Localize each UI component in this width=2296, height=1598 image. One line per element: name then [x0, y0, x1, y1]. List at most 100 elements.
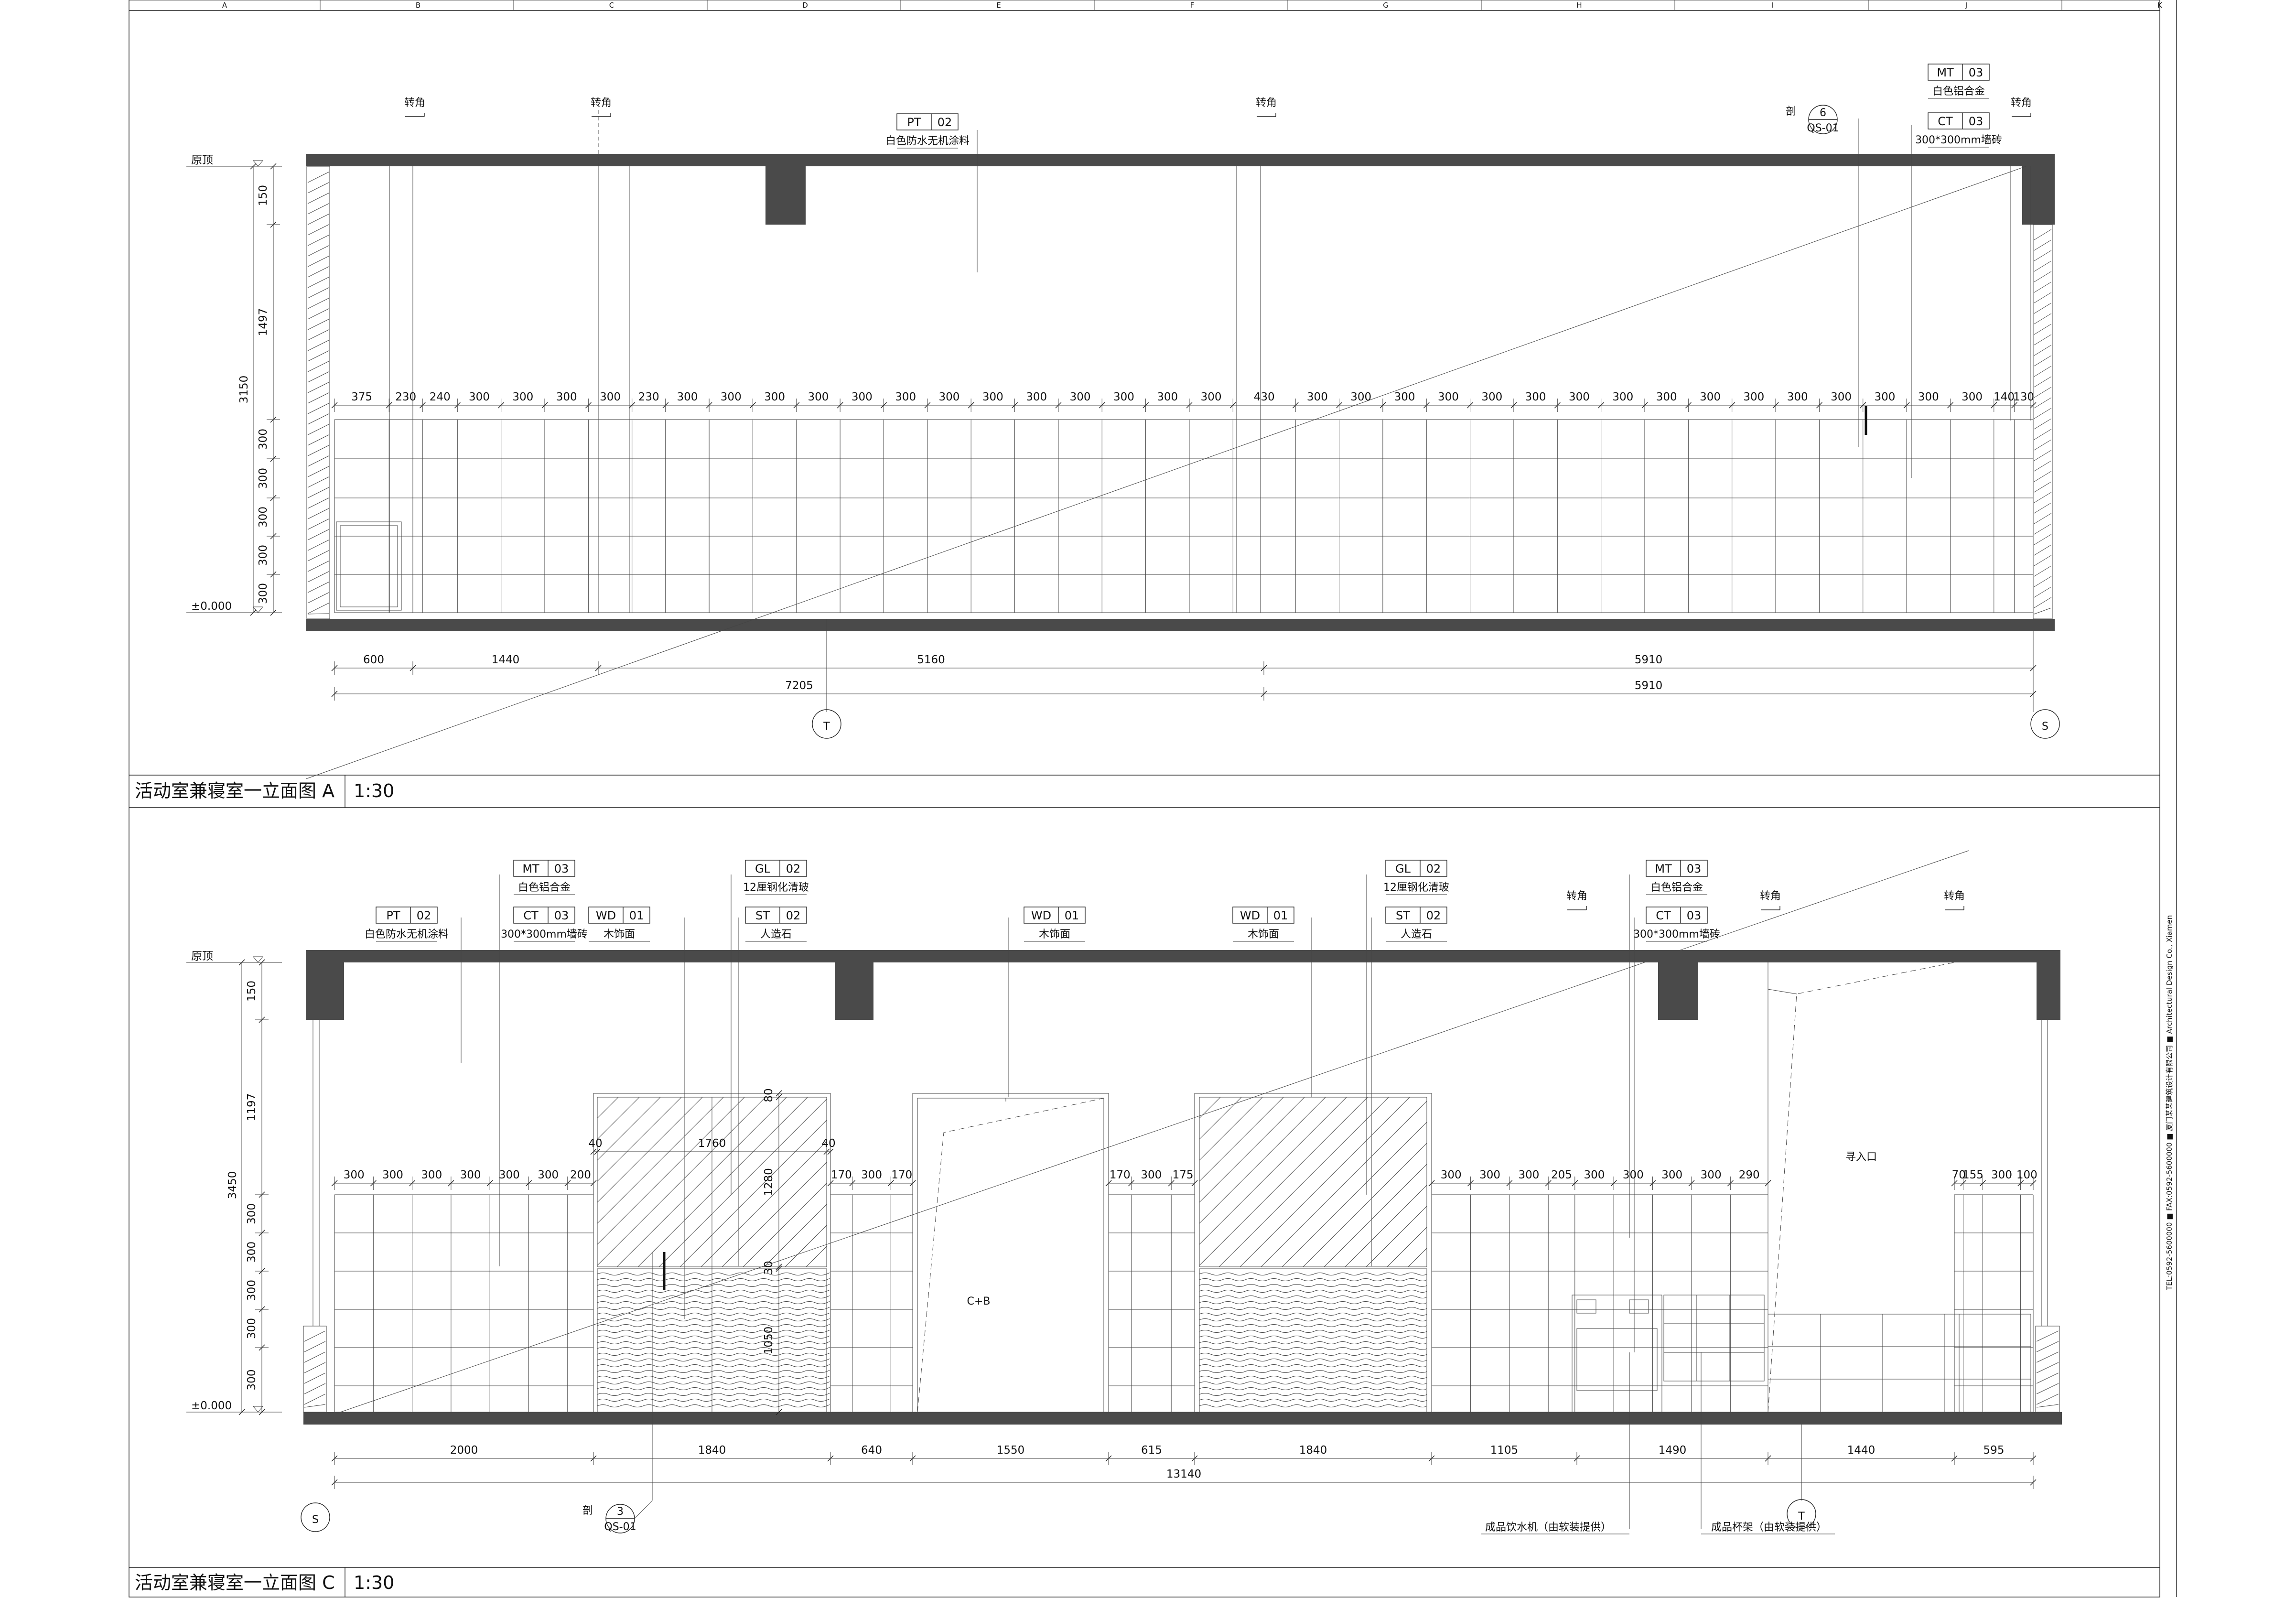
dimension-label: 300	[808, 391, 829, 403]
dimension-label: 300	[1623, 1169, 1644, 1181]
dimension-label: 2000	[450, 1444, 478, 1457]
dimension-label: 300	[538, 1169, 559, 1181]
dimension-label: 300	[677, 391, 698, 403]
grid-label: F	[1190, 1, 1195, 10]
cabinet-note: 成品饮水机（由软装提供）	[1485, 1522, 1611, 1533]
low-cabinet	[1768, 1314, 2031, 1413]
dimension-label: 615	[1141, 1444, 1162, 1457]
dimension-label: 1550	[997, 1444, 1025, 1457]
elevation-marker	[301, 1502, 330, 1532]
wall-hatch	[307, 172, 2052, 615]
elevation-c	[303, 875, 2062, 1529]
dimension-label: 300	[1700, 391, 1721, 403]
dimension-label: 1105	[1490, 1444, 1519, 1457]
tag-desc: 12厘钢化清玻	[1383, 882, 1449, 894]
dimension-label: 300	[246, 1318, 258, 1339]
elevation-marker	[812, 709, 841, 739]
dimension-label: 5160	[917, 654, 945, 666]
corner-label: 转角	[1760, 890, 1781, 902]
section-prefix: 剖	[582, 1505, 593, 1517]
dimension-label: 300	[499, 1169, 520, 1181]
dimension-label: 300	[512, 391, 533, 403]
dimension-label: 300	[861, 1169, 882, 1181]
dimension-label: 300	[1438, 391, 1459, 403]
wall-tile-grid	[334, 419, 2034, 613]
dimension-label: 300	[764, 391, 785, 403]
glass-window-left	[593, 1093, 831, 1413]
water-dispenser-cabinet	[1572, 1295, 1662, 1413]
dimension-label: 130	[2013, 391, 2034, 403]
dimension-label: 300	[1394, 391, 1415, 403]
cabinet-inner	[340, 525, 398, 607]
elevation-marker	[2030, 709, 2060, 739]
dimension-label: 170	[1110, 1169, 1131, 1181]
dimension-label: 1440	[492, 654, 520, 666]
beam	[835, 962, 873, 1020]
level-label: 原顶	[191, 950, 213, 962]
tag-desc: 白色防水无机涂料	[365, 929, 449, 940]
dimension-label: 140	[1994, 391, 2015, 403]
tag-num: 03	[554, 862, 569, 875]
grid-label: I	[1772, 1, 1774, 10]
door-label: C+B	[967, 1296, 991, 1307]
floor-slab	[303, 1412, 2062, 1425]
dimension-label: 300	[246, 1280, 258, 1301]
tag-num: 03	[1969, 115, 1983, 128]
dimension-label: 375	[351, 391, 372, 403]
glass-window-right	[1194, 1093, 1432, 1413]
leader-lines	[461, 875, 1802, 1529]
dimension-label: 300	[1070, 391, 1091, 403]
dimension-label: 300	[1479, 1169, 1500, 1181]
wall-hatch	[304, 1330, 2059, 1408]
dimension-label: 300	[1787, 391, 1808, 403]
beam	[2037, 962, 2060, 1020]
tag-desc: 木饰面	[1248, 929, 1279, 940]
dimension-label: 5910	[1635, 680, 1663, 692]
dimension-label: 1497	[257, 308, 269, 336]
level-label: 原顶	[191, 154, 213, 166]
dimension-label: 300	[1350, 391, 1371, 403]
dimension-label: 300	[852, 391, 873, 403]
dimension-label: 1490	[1659, 1444, 1687, 1457]
marker-letter: T	[823, 721, 830, 733]
dimension-label: 205	[1551, 1169, 1572, 1181]
dimension-label: 230	[395, 391, 416, 403]
diagonal-guide	[305, 850, 1969, 1425]
dimension-label: 1840	[1299, 1444, 1327, 1457]
marker-letter: S	[312, 1514, 319, 1526]
tag-code: WD	[596, 909, 616, 922]
sheet-frame	[129, 0, 2177, 1598]
tag-code: CT	[1656, 909, 1671, 922]
drawing-title: 活动室兼寝室一立面图 C	[135, 1572, 335, 1593]
dimension-label: 300	[460, 1169, 481, 1181]
dimension-label: 170	[891, 1169, 912, 1181]
dimension-label: 300	[1307, 391, 1328, 403]
dimension-label: 1840	[698, 1444, 726, 1457]
dimension-label: 430	[1254, 391, 1275, 403]
dimension-label: 1280	[763, 1168, 775, 1196]
tag-num: 03	[1687, 909, 1702, 922]
section-sheet: QS-01	[1807, 122, 1839, 134]
corner-label: 转角	[591, 97, 612, 109]
diagonal-guide	[305, 166, 2027, 779]
tag-desc: 白色铝合金	[518, 882, 571, 894]
dimension-label: 300	[1525, 391, 1546, 403]
dimension-label: 1760	[698, 1137, 726, 1150]
grid-label: E	[996, 1, 1001, 10]
corner-label: 转角	[1256, 97, 1277, 109]
left-wall	[306, 166, 330, 619]
level-label: ±0.000	[191, 600, 232, 613]
tag-num: 01	[1065, 909, 1079, 922]
tag-desc: 人造石	[760, 929, 792, 940]
side-info-text: TEL:0592-5600000 ■ FAX:0592-5600000 ■ 厦门…	[2165, 915, 2174, 1291]
section-prefix: 剖	[1786, 106, 1796, 118]
dimension-label: 595	[1983, 1444, 2005, 1457]
dimension-label: 300	[600, 391, 621, 403]
dimension-label: 300	[1584, 1169, 1605, 1181]
